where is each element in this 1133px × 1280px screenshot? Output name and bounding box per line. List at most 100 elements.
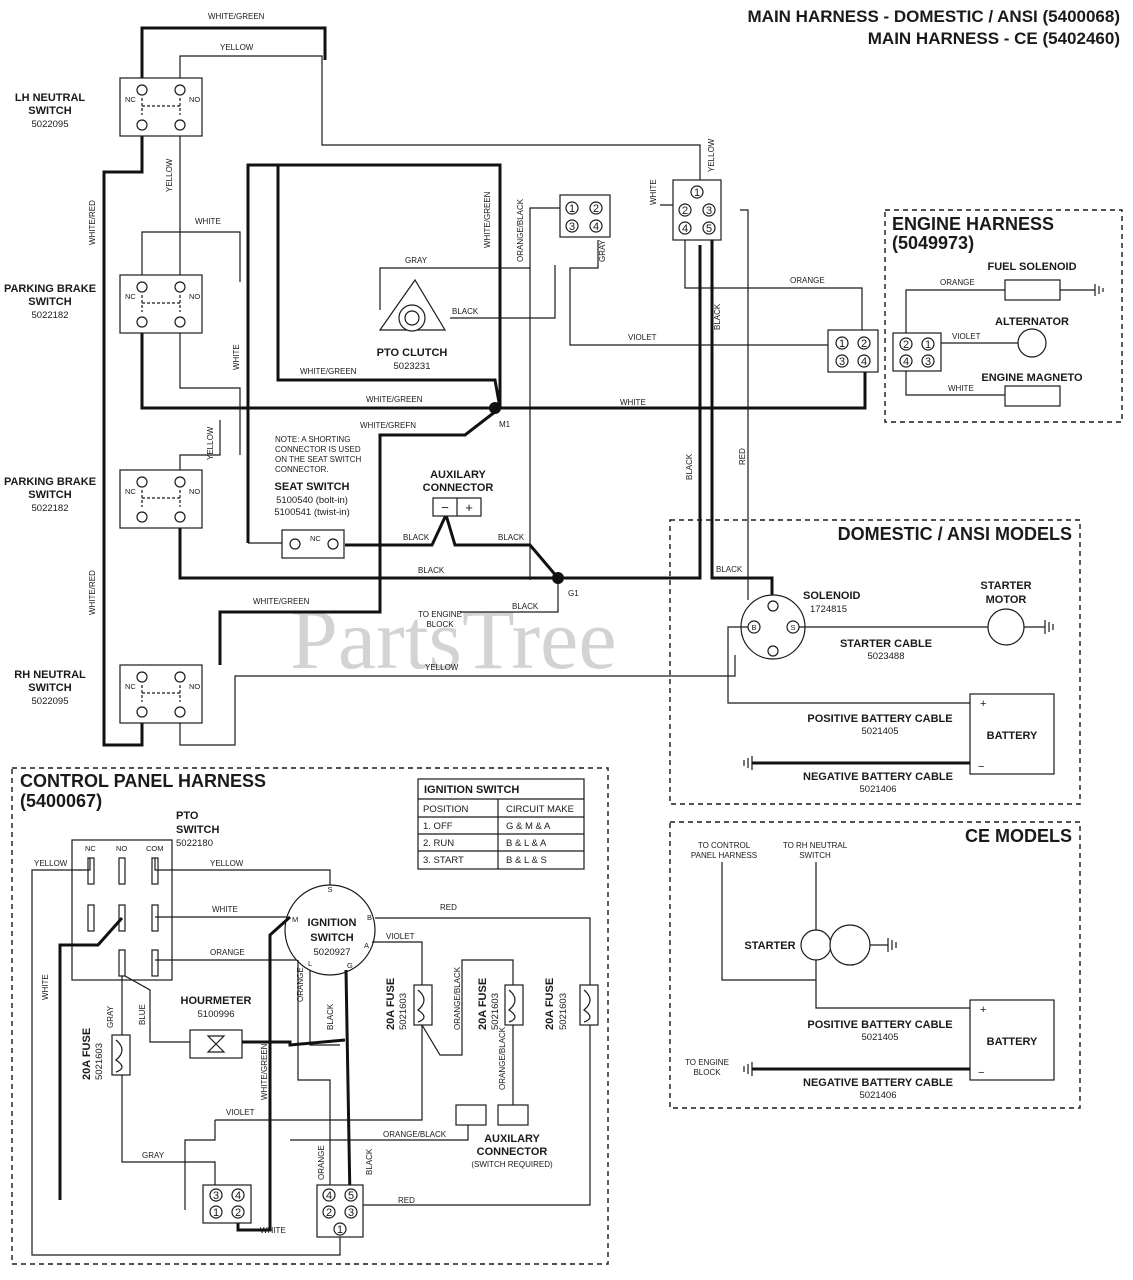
- wire-label-black-block: BLACK: [512, 602, 539, 611]
- wire-label-black-pto: BLACK: [452, 307, 479, 316]
- aux1-name2: CONNECTOR: [423, 482, 494, 494]
- pin-1: 1: [569, 203, 575, 215]
- wire-label-white-red-lower: WHITE/RED: [88, 570, 97, 615]
- fuse-1: 20A FUSE 5021603: [385, 978, 433, 1030]
- starter-motor-name2: MOTOR: [986, 594, 1027, 606]
- pb1-name1: PARKING BRAKE: [4, 283, 96, 295]
- battery-name: BATTERY: [987, 730, 1038, 742]
- ignition-table-title: IGNITION SWITCH: [424, 784, 519, 796]
- aux1-name1: AUXILARY: [430, 469, 486, 481]
- hourmeter-part: 5100996: [198, 1009, 235, 1020]
- ignition-table-row-2-circuit: B & L & A: [506, 838, 547, 849]
- ignition-table-row-3-circuit: B & L & S: [506, 855, 547, 866]
- wire-label-orange-cp-vert: ORANGE: [296, 967, 305, 1002]
- wire-label-gray-pto: GRAY: [405, 256, 428, 265]
- pin-1: 1: [694, 187, 700, 199]
- control-panel-harness: CONTROL PANEL HARNESS (5400067) IGNITION…: [11, 767, 609, 1265]
- wire-label-white-conn: WHITE: [649, 179, 658, 205]
- solenoid-s: S: [790, 623, 795, 632]
- wire-label-violet-cp-low: VIOLET: [226, 1108, 255, 1117]
- wire-label-yellow-cp-top: YELLOW: [210, 859, 244, 868]
- ignition-table-header-position: POSITION: [423, 804, 469, 815]
- pb1-name2: SWITCH: [28, 296, 71, 308]
- wire-label-orange-cp-low: ORANGE: [317, 1145, 326, 1180]
- wire-label-white-cp-bottom: WHITE: [260, 1226, 286, 1235]
- wire-label-violet-engine: VIOLET: [952, 332, 981, 341]
- wire-label-black-vert: BLACK: [685, 453, 694, 480]
- rh-neutral-part: 5022095: [32, 696, 69, 707]
- wire-label-white-m1: WHITE: [620, 398, 646, 407]
- pto-switch-part: 5022180: [176, 838, 213, 849]
- pin-1: 1: [213, 1207, 219, 1219]
- wire-label-black-cp: BLACK: [326, 1003, 335, 1030]
- fuse-1-name: 20A FUSE: [385, 978, 397, 1030]
- wire-label-violet-main: VIOLET: [628, 333, 657, 342]
- ignition-table-row-1-circuit: G & M & A: [506, 821, 551, 832]
- aux2-name2: CONNECTOR: [477, 1146, 548, 1158]
- wire-label-gray-aux: GRAY: [598, 239, 607, 262]
- wire-label-yellow-lh: YELLOW: [165, 158, 174, 192]
- pin-4: 4: [593, 221, 599, 233]
- wire-label-red-cp: RED: [440, 903, 457, 912]
- wire-label-white-green-mid: WHITE/GREEN: [300, 367, 357, 376]
- rh-neutral-name2: SWITCH: [28, 682, 71, 694]
- watermark: PartsTree: [290, 591, 617, 687]
- pb2-no: NO: [189, 487, 200, 496]
- main-harness-ce-title: MAIN HARNESS - CE (5402460): [868, 29, 1120, 48]
- fuse-2-part: 5021603: [490, 993, 501, 1030]
- pto-switch-com: COM: [146, 844, 164, 853]
- ce-pos-battery-cable-part: 5021405: [862, 1032, 899, 1043]
- wire-label-orange-black-fuse: ORANGE/BLACK: [453, 966, 462, 1030]
- ce-models: CE MODELS TO CONTROL PANEL HARNESS TO RH…: [669, 821, 1081, 1109]
- wire-label-yellow-top: YELLOW: [220, 43, 254, 52]
- wire-label-black-seat: BLACK: [403, 533, 430, 542]
- seat-switch-part1: 5100540 (bolt-in): [276, 495, 348, 506]
- fuse-2: 20A FUSE 5021603: [477, 978, 524, 1030]
- wire-label-yellow-rh: YELLOW: [425, 663, 459, 672]
- pto-clutch-name: PTO CLUTCH: [377, 347, 448, 359]
- to-engine-block-2: BLOCK: [426, 620, 454, 629]
- junction-g1: [552, 572, 564, 584]
- pin-3: 3: [569, 221, 575, 233]
- note-line-4: CONNECTOR.: [275, 465, 329, 474]
- parking-brake-switch-2: NC NO PARKING BRAKE SWITCH 5022182: [4, 469, 203, 529]
- wire-label-white-grefn: WHITE/GREFN: [360, 421, 416, 430]
- starter-cable-part: 5023488: [868, 651, 905, 662]
- fuse-2-name: 20A FUSE: [477, 978, 489, 1030]
- wire-label-white-red-upper: WHITE/RED: [88, 200, 97, 245]
- wire-label-white-cp-left: WHITE: [41, 974, 50, 1000]
- seat-switch-name: SEAT SWITCH: [275, 481, 350, 493]
- lh-neutral-switch: NC NO LH NEUTRAL SWITCH 5022095: [15, 77, 203, 137]
- ignition-a: A: [364, 941, 369, 950]
- pto-clutch: PTO CLUTCH 5023231: [377, 278, 448, 372]
- pin-4: 4: [326, 1190, 332, 1202]
- pto-switch-name1: PTO: [176, 810, 199, 822]
- junction-g1-label: G1: [568, 589, 579, 598]
- pos-battery-cable-name: POSITIVE BATTERY CABLE: [807, 713, 952, 725]
- wire-label-black-aux: BLACK: [498, 533, 525, 542]
- ce-battery-plus: +: [980, 1004, 986, 1016]
- pb2-part: 5022182: [32, 503, 69, 514]
- ce-starter-label: STARTER: [744, 940, 795, 952]
- wire-label-white-pb: WHITE: [195, 217, 221, 226]
- ignition-s: S: [327, 885, 332, 894]
- wire-label-red-cp-bottom: RED: [398, 1196, 415, 1205]
- pb2-nc: NC: [125, 487, 136, 496]
- wire-label-red-main: RED: [738, 448, 747, 465]
- lh-neutral-nc: NC: [125, 95, 136, 104]
- note-line-3: ON THE SEAT SWITCH: [275, 455, 361, 464]
- connector-5pin-main: 1 2 3 4 5: [672, 179, 722, 241]
- aux2-name1: AUXILARY: [484, 1133, 540, 1145]
- pb1-no: NO: [189, 292, 200, 301]
- lh-neutral-no: NO: [189, 95, 200, 104]
- ignition-table-row-3-pos: 3. START: [423, 855, 464, 866]
- alternator-label: ALTERNATOR: [995, 316, 1069, 328]
- pto-switch-name2: SWITCH: [176, 824, 219, 836]
- wire-label-black-cp-low: BLACK: [365, 1148, 374, 1175]
- pin-4: 4: [682, 223, 688, 235]
- wire-label-orange-black-cp-low: ORANGE/BLACK: [383, 1130, 447, 1139]
- pos-battery-cable-part: 5021405: [862, 726, 899, 737]
- pin-2: 2: [235, 1207, 241, 1219]
- starter-motor-name1: STARTER: [980, 580, 1031, 592]
